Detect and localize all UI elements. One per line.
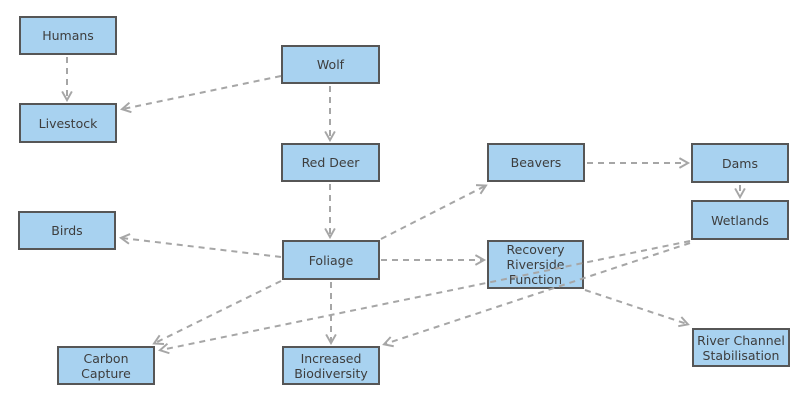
- node-birds[interactable]: Birds: [18, 211, 116, 250]
- node-label: Carbon Capture: [81, 350, 131, 381]
- edge-foliage-to-beavers: [380, 184, 488, 240]
- edge-wolf-to-livestock: [119, 75, 282, 114]
- node-livestock[interactable]: Livestock: [19, 103, 117, 143]
- node-wolf[interactable]: Wolf: [281, 45, 380, 84]
- node-label: Foliage: [308, 252, 354, 268]
- node-label: Beavers: [510, 155, 562, 170]
- node-label: River Channel Stabilisation: [697, 332, 785, 363]
- node-label: Birds: [51, 223, 83, 238]
- node-humans[interactable]: Humans: [19, 16, 117, 55]
- node-label: Wolf: [316, 57, 345, 72]
- edge-recovery-riverside-function-to-river-channel-stabilisation: [584, 289, 690, 328]
- edge-wetlands-to-carbon-capture: [157, 240, 691, 355]
- node-label: Dams: [722, 155, 758, 171]
- node-label: Humans: [42, 28, 94, 43]
- node-foliage[interactable]: Foliage: [282, 240, 380, 280]
- node-beavers[interactable]: Beavers: [487, 143, 585, 182]
- node-label: Wetlands: [711, 212, 769, 228]
- edge-foliage-to-carbon-capture: [152, 280, 282, 345]
- node-river-channel-stabilisation[interactable]: River Channel Stabilisation: [692, 328, 790, 367]
- node-label: Red Deer: [301, 155, 360, 170]
- node-carbon-capture[interactable]: Carbon Capture: [57, 346, 155, 385]
- edge-foliage-to-birds: [118, 233, 282, 258]
- node-dams[interactable]: Dams: [691, 143, 789, 183]
- node-increased-biodiversity[interactable]: Increased Biodiversity: [282, 346, 380, 385]
- node-wetlands[interactable]: Wetlands: [691, 200, 789, 240]
- node-label: Increased Biodiversity: [294, 350, 368, 381]
- node-label: Livestock: [38, 115, 98, 131]
- node-recovery-riverside-function[interactable]: Recovery Riverside Function: [487, 240, 584, 289]
- node-red-deer[interactable]: Red Deer: [281, 143, 380, 182]
- node-label: Recovery Riverside Function: [506, 242, 565, 287]
